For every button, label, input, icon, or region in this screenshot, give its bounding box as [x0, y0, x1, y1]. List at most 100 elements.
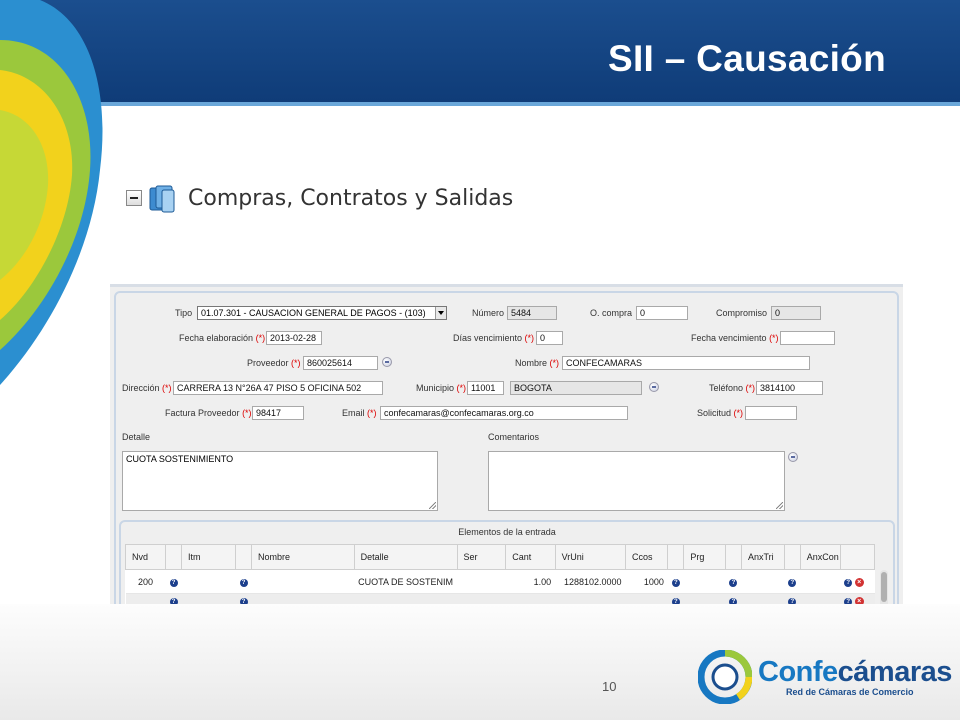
telefono-label: Teléfono (*) — [709, 383, 756, 393]
compromiso-field[interactable]: 0 — [771, 306, 821, 320]
factura-proveedor-label: Factura Proveedor (*) — [165, 408, 252, 418]
detalle-textarea[interactable]: CUOTA SOSTENIMIENTO — [122, 451, 438, 511]
help-icon[interactable]: ? — [239, 579, 248, 587]
numero-field[interactable]: 5484 — [507, 306, 557, 320]
cell-nvd-help: ? — [165, 593, 182, 604]
table-row[interactable]: ? ? ? ? ? — [125, 593, 875, 604]
cell-cant[interactable]: 1.00 — [505, 569, 556, 594]
cell-prg[interactable] — [683, 593, 726, 604]
tipo-select[interactable]: 01.07.301 - CAUSACION GENERAL DE PAGOS -… — [197, 306, 447, 320]
help-icon[interactable]: ? — [844, 598, 853, 604]
chevron-down-icon — [435, 307, 446, 319]
ocompra-label: O. compra — [590, 308, 633, 318]
col-header-ccos[interactable]: Ccos — [625, 544, 669, 570]
cell-cant[interactable] — [505, 593, 556, 604]
slide-title: SII – Causación — [608, 38, 886, 79]
help-icon[interactable]: ? — [729, 579, 738, 587]
cell-anxcon[interactable] — [800, 593, 841, 604]
col-header-blank — [235, 544, 253, 570]
email-field[interactable]: confecamaras@confecamaras.org.co — [380, 406, 628, 420]
cell-nvd[interactable]: 200 — [125, 569, 166, 594]
col-header-anxtri[interactable]: AnxTri — [740, 544, 785, 570]
delete-icon[interactable]: × — [854, 597, 864, 604]
collapse-icon[interactable] — [126, 190, 142, 206]
dias-vencimiento-field[interactable]: 0 — [536, 331, 563, 345]
col-header-ser[interactable]: Ser — [456, 544, 507, 570]
col-header-anxcon[interactable]: AnxCon — [799, 544, 841, 570]
help-icon[interactable]: ? — [788, 598, 797, 604]
cell-anxcon[interactable] — [800, 569, 841, 594]
nombre-field[interactable]: CONFECAMARAS — [562, 356, 810, 370]
direccion-field[interactable]: CARRERA 13 N°26A 47 PISO 5 OFICINA 502 — [173, 381, 383, 395]
cell-prg[interactable] — [683, 569, 726, 594]
fecha-vencimiento-label: Fecha vencimiento (*) — [691, 333, 779, 343]
cell-anxtri[interactable] — [741, 569, 785, 594]
municipio-code-field[interactable]: 11001 — [467, 381, 504, 395]
col-header-nombre[interactable]: Nombre — [251, 544, 355, 570]
col-header-cant[interactable]: Cant — [505, 544, 556, 570]
telefono-field[interactable]: 3814100 — [756, 381, 823, 395]
factura-proveedor-field[interactable]: 98417 — [252, 406, 304, 420]
help-icon[interactable]: ? — [169, 598, 178, 604]
cell-ser[interactable] — [457, 593, 506, 604]
grid-scrollbar[interactable] — [880, 570, 888, 604]
causacion-form-panel: Tipo 01.07.301 - CAUSACION GENERAL DE PA… — [110, 284, 903, 604]
col-header-blank — [667, 544, 685, 570]
cell-nvd[interactable] — [125, 593, 166, 604]
cell-ccos[interactable] — [625, 593, 668, 604]
email-label: Email (*) — [342, 408, 377, 418]
fecha-vencimiento-field[interactable] — [780, 331, 835, 345]
col-header-detalle[interactable]: Detalle — [353, 544, 458, 570]
tipo-label: Tipo — [175, 308, 193, 318]
delete-icon[interactable]: × — [854, 578, 864, 587]
table-header-row: Nvd Itm Nombre Detalle Ser Cant VrUni Cc… — [124, 544, 876, 570]
cell-anxtri[interactable] — [741, 593, 785, 604]
help-icon[interactable]: ? — [169, 579, 178, 587]
col-header-prg[interactable]: Prg — [683, 544, 726, 570]
cell-prg-help: ? — [725, 593, 742, 604]
col-header-vruni[interactable]: VrUni — [554, 544, 627, 570]
solicitud-field[interactable] — [745, 406, 797, 420]
proveedor-field[interactable]: 860025614 — [303, 356, 378, 370]
cell-itm[interactable] — [181, 569, 236, 594]
cell-ser[interactable] — [457, 569, 506, 594]
solicitud-label: Solicitud (*) — [697, 408, 744, 418]
section-title: Compras, Contratos y Salidas — [188, 185, 514, 211]
cell-vruni[interactable]: 1288102.0000 — [555, 569, 626, 594]
cell-detalle[interactable]: CUOTA DE SOSTENIM — [354, 569, 458, 594]
proveedor-lookup-icon[interactable] — [382, 357, 392, 367]
comentarios-lookup-icon[interactable] — [788, 452, 798, 462]
col-header-blank — [724, 544, 742, 570]
help-icon[interactable]: ? — [671, 598, 680, 604]
slide-header-bar — [0, 0, 960, 102]
cell-detalle[interactable] — [354, 593, 458, 604]
municipio-lookup-icon[interactable] — [649, 382, 659, 392]
col-header-itm[interactable]: Itm — [181, 544, 237, 570]
fecha-elaboracion-field[interactable]: 2013-02-28 — [266, 331, 322, 345]
help-icon[interactable]: ? — [788, 579, 797, 587]
cell-anxtri-help: ? — [784, 593, 801, 604]
help-icon[interactable]: ? — [671, 579, 680, 587]
logo-ring-icon — [698, 650, 752, 704]
fecha-elaboracion-label: Fecha elaboración (*) — [179, 333, 266, 343]
page-number: 10 — [602, 679, 617, 694]
help-icon[interactable]: ? — [239, 598, 248, 604]
municipio-name-field[interactable]: BOGOTA — [510, 381, 642, 395]
cell-actions: ? × — [840, 593, 875, 604]
comentarios-textarea[interactable] — [488, 451, 785, 511]
cell-nombre[interactable] — [251, 593, 355, 604]
compromiso-label: Compromiso — [716, 308, 768, 318]
cell-nombre[interactable] — [251, 569, 355, 594]
logo-name: Confecámaras — [758, 656, 952, 688]
ocompra-field[interactable]: 0 — [636, 306, 688, 320]
cell-itm[interactable] — [181, 593, 236, 604]
cell-vruni[interactable] — [555, 593, 626, 604]
col-header-nvd[interactable]: Nvd — [124, 544, 167, 570]
cell-anxtri-help: ? — [784, 569, 801, 594]
resize-grip-icon[interactable] — [776, 502, 783, 509]
table-row[interactable]: 200 ? ? CUOTA DE SOSTENIM 1.00 1288102.0… — [125, 569, 875, 594]
help-icon[interactable]: ? — [844, 579, 853, 587]
help-icon[interactable]: ? — [729, 598, 738, 604]
cell-ccos[interactable]: 1000 — [625, 569, 668, 594]
resize-grip-icon[interactable] — [429, 502, 436, 509]
